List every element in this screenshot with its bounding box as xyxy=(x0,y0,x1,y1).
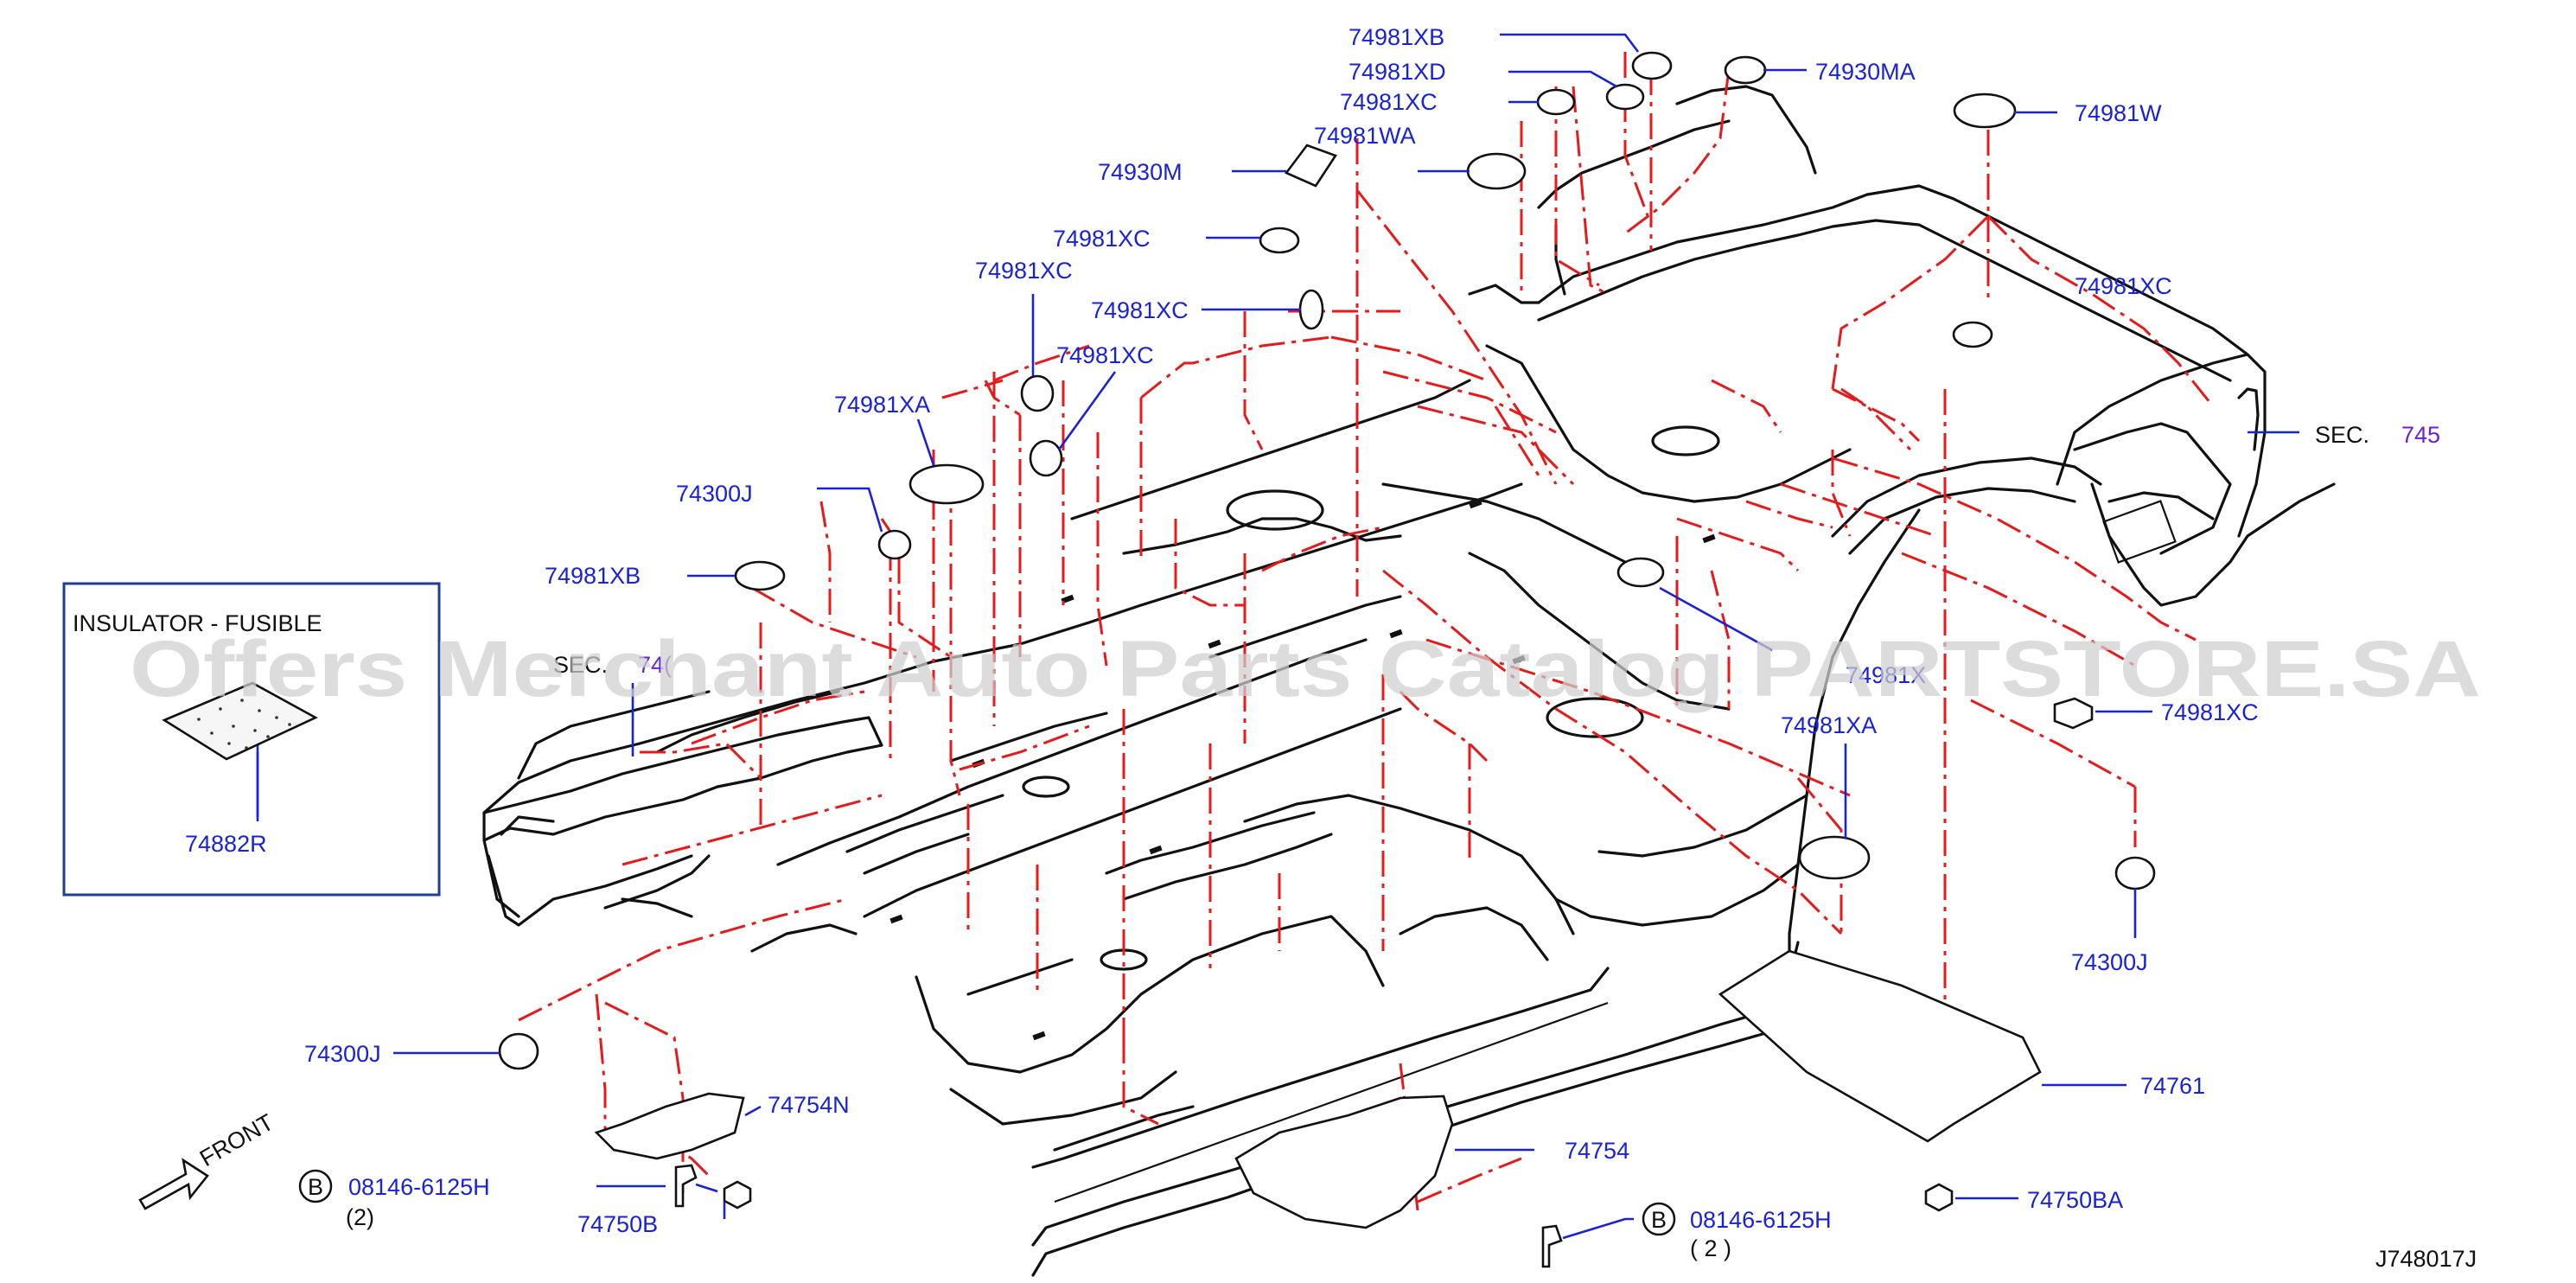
plug-74981xd[interactable] xyxy=(1605,83,1645,111)
front-arrow-icon xyxy=(138,1158,209,1210)
label-74981xc-2[interactable]: 74981XC xyxy=(1053,226,1151,252)
section-ref-rear-number[interactable]: 745 xyxy=(2401,422,2440,448)
section-refs: SEC. 745 SEC. 74( xyxy=(553,422,2440,678)
plug-74981xc-right[interactable] xyxy=(1952,321,1993,348)
label-74981xc-right[interactable]: 74981XC xyxy=(2075,273,2172,299)
pad-74930m[interactable] xyxy=(1284,144,1337,188)
grommet-74981xb[interactable] xyxy=(734,560,786,591)
bolt-qty-left: (2) xyxy=(346,1204,374,1230)
bolt-symbol-right-letter: B xyxy=(1651,1207,1667,1233)
plug-74981w[interactable] xyxy=(1953,93,2017,129)
label-74930ma[interactable]: 74930MA xyxy=(1815,59,1916,85)
grommet-74981xc-dark[interactable] xyxy=(2053,697,2094,730)
section-ref-front-prefix: SEC. xyxy=(553,652,608,678)
bolt-part-right[interactable]: 08146-6125H xyxy=(1690,1207,1832,1233)
grommet-74300j-b[interactable] xyxy=(2114,856,2156,890)
watermark-text: Offers Merchant Auto Parts Catalog PARTS… xyxy=(130,625,2481,713)
label-74981xd[interactable]: 74981XD xyxy=(1349,59,1446,85)
front-indicator: FRONT xyxy=(138,1109,278,1210)
floor-pan-body xyxy=(482,85,2336,1277)
front-label: FRONT xyxy=(195,1109,278,1171)
label-74981xa-right[interactable]: 74981XA xyxy=(1781,712,1877,738)
plug-74981xc-3[interactable] xyxy=(1298,289,1324,330)
inset-frame xyxy=(62,582,441,897)
bolt-symbol-left xyxy=(298,1169,333,1203)
label-74300j-c[interactable]: 74300J xyxy=(304,1041,381,1067)
label-74981xb-top[interactable]: 74981XB xyxy=(1349,24,1444,50)
plug-74981xc-top[interactable] xyxy=(1536,88,1576,116)
label-74300j-a[interactable]: 74300J xyxy=(676,481,753,507)
label-74981xc-dark[interactable]: 74981XC xyxy=(2161,699,2259,725)
cover-74761[interactable] xyxy=(1718,949,2042,1143)
part-labels: 74981XB 74981XD 74981XC 74981WA 74930MA … xyxy=(304,24,2259,1237)
label-74981xc-5[interactable]: 74981XC xyxy=(1056,342,1154,368)
label-74761[interactable]: 74761 xyxy=(2140,1073,2205,1099)
nut-74750b[interactable] xyxy=(723,1180,752,1210)
label-74754[interactable]: 74754 xyxy=(1565,1138,1629,1164)
bolt-08146-left[interactable] xyxy=(674,1164,698,1208)
label-74981xc-top[interactable]: 74981XC xyxy=(1340,89,1438,115)
cover-74754[interactable] xyxy=(1234,1095,1454,1229)
cover-74754n[interactable] xyxy=(594,1092,745,1160)
label-74981wa[interactable]: 74981WA xyxy=(1314,123,1416,149)
grommet-74300j-c[interactable] xyxy=(498,1032,539,1070)
grommet-74300j-a[interactable] xyxy=(877,529,912,560)
nut-74750ba[interactable] xyxy=(1924,1183,1954,1212)
bolt-symbol-left-letter: B xyxy=(308,1174,323,1200)
section-ref-front-number[interactable]: 74( xyxy=(638,652,672,678)
bolt-qty-right: ( 2 ) xyxy=(1690,1235,1731,1261)
label-74981xb[interactable]: 74981XB xyxy=(545,563,641,589)
label-74981xc-4[interactable]: 74981XC xyxy=(975,258,1073,284)
bolt-08146-right[interactable] xyxy=(1541,1224,1563,1268)
label-74930m[interactable]: 74930M xyxy=(1098,159,1183,185)
plug-74981xc-5[interactable] xyxy=(1029,439,1063,477)
plug-74981xc-4[interactable] xyxy=(1020,374,1055,412)
insulator-pad-icon xyxy=(162,681,318,761)
plug-74981x[interactable] xyxy=(1616,557,1665,588)
phantom-lines xyxy=(518,52,2215,1211)
label-74981xa-left[interactable]: 74981XA xyxy=(834,392,930,418)
plug-74981xa-left[interactable] xyxy=(909,463,985,505)
inset-title: INSULATOR - FUSIBLE xyxy=(73,610,322,636)
pad-texture xyxy=(197,699,291,750)
plug-74981xc-2[interactable] xyxy=(1259,227,1300,254)
inset-part-number[interactable]: 74882R xyxy=(185,831,267,857)
bolt-part-left[interactable]: 08146-6125H xyxy=(348,1174,490,1200)
label-74750ba[interactable]: 74750BA xyxy=(2027,1187,2123,1213)
label-74981w[interactable]: 74981W xyxy=(2075,100,2162,126)
plug-74930ma[interactable] xyxy=(1724,55,1767,85)
label-74981xc-3[interactable]: 74981XC xyxy=(1091,297,1189,323)
drawing-code: J748017J xyxy=(2375,1246,2477,1272)
label-74300j-b[interactable]: 74300J xyxy=(2071,949,2148,975)
plug-74981xa-right[interactable] xyxy=(1798,835,1871,880)
section-ref-rear-prefix: SEC. xyxy=(2315,422,2369,448)
plug-74981wa[interactable] xyxy=(1466,152,1527,190)
bolt-symbol-right xyxy=(1642,1202,1676,1236)
inset-insulator-fusible: INSULATOR - FUSIBLE 74882R xyxy=(62,582,441,897)
label-74754n[interactable]: 74754N xyxy=(768,1092,850,1118)
bolt-callouts: B 08146-6125H (2) B 08146-6125H ( 2 ) xyxy=(298,1169,1832,1261)
label-74981x[interactable]: 74981X xyxy=(1846,662,1926,688)
part-shapes xyxy=(498,51,2156,1268)
label-74750b[interactable]: 74750B xyxy=(577,1211,658,1237)
plug-74981xb-top[interactable] xyxy=(1631,51,1673,80)
